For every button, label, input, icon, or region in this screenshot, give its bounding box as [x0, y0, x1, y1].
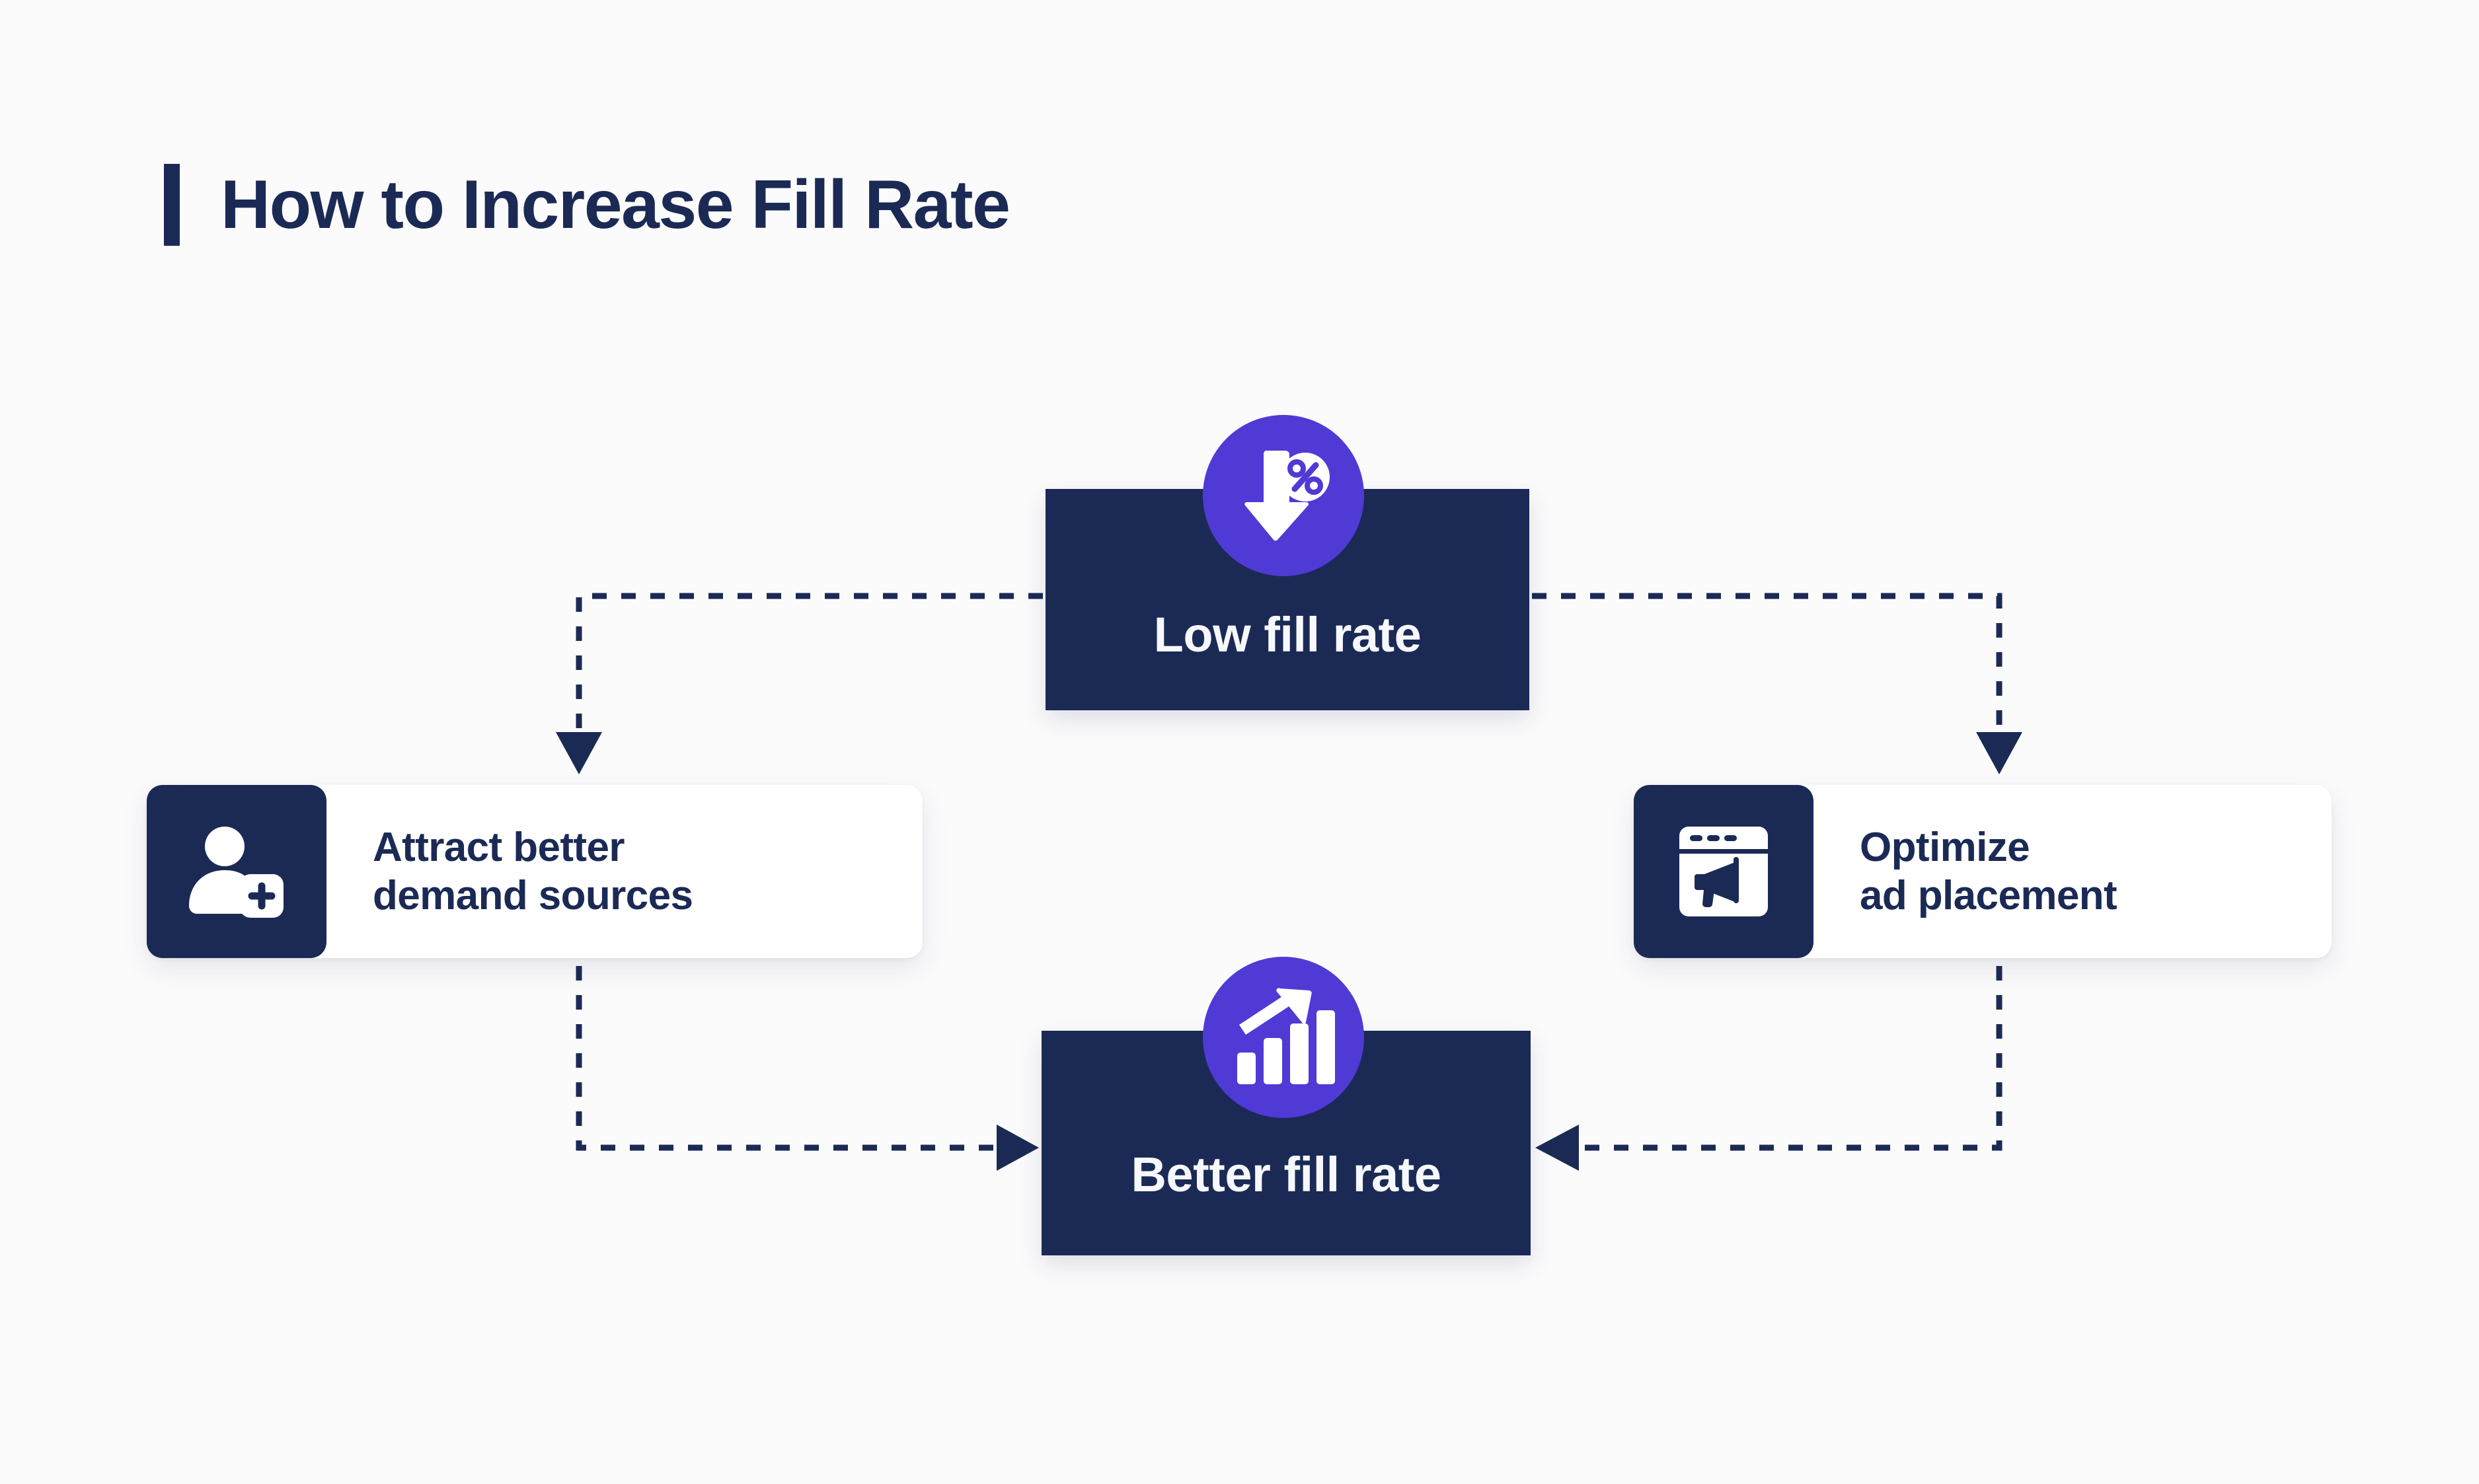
- edge-attract-to-better: [576, 966, 1039, 1171]
- card-attract-demand-sources-label: Attract better demand sources: [373, 824, 693, 918]
- growth-chart-arrow-icon: [1203, 957, 1364, 1118]
- page-header: How to Increase Fill Rate: [164, 164, 1011, 246]
- page-title: How to Increase Fill Rate: [221, 167, 1011, 243]
- edge-low-to-attract: [556, 593, 1043, 774]
- card-attract-demand-sources[interactable]: Attract better demand sources: [147, 785, 923, 958]
- edge-low-to-optimize: [1532, 593, 2022, 774]
- browser-megaphone-icon: [1634, 785, 1813, 958]
- node-better-fill-rate-label: Better fill rate: [1131, 1147, 1441, 1202]
- title-accent-bar: [164, 164, 180, 246]
- card-optimize-ad-placement[interactable]: Optimize ad placement: [1634, 785, 2332, 958]
- edge-optimize-to-better: [1535, 966, 2002, 1171]
- node-low-fill-rate-label: Low fill rate: [1153, 607, 1422, 662]
- card-optimize-ad-placement-label: Optimize ad placement: [1860, 824, 2117, 918]
- add-user-icon: [147, 785, 326, 958]
- percent-down-arrow-icon: [1203, 415, 1364, 576]
- node-low-fill-rate[interactable]: Low fill rate: [1046, 489, 1529, 710]
